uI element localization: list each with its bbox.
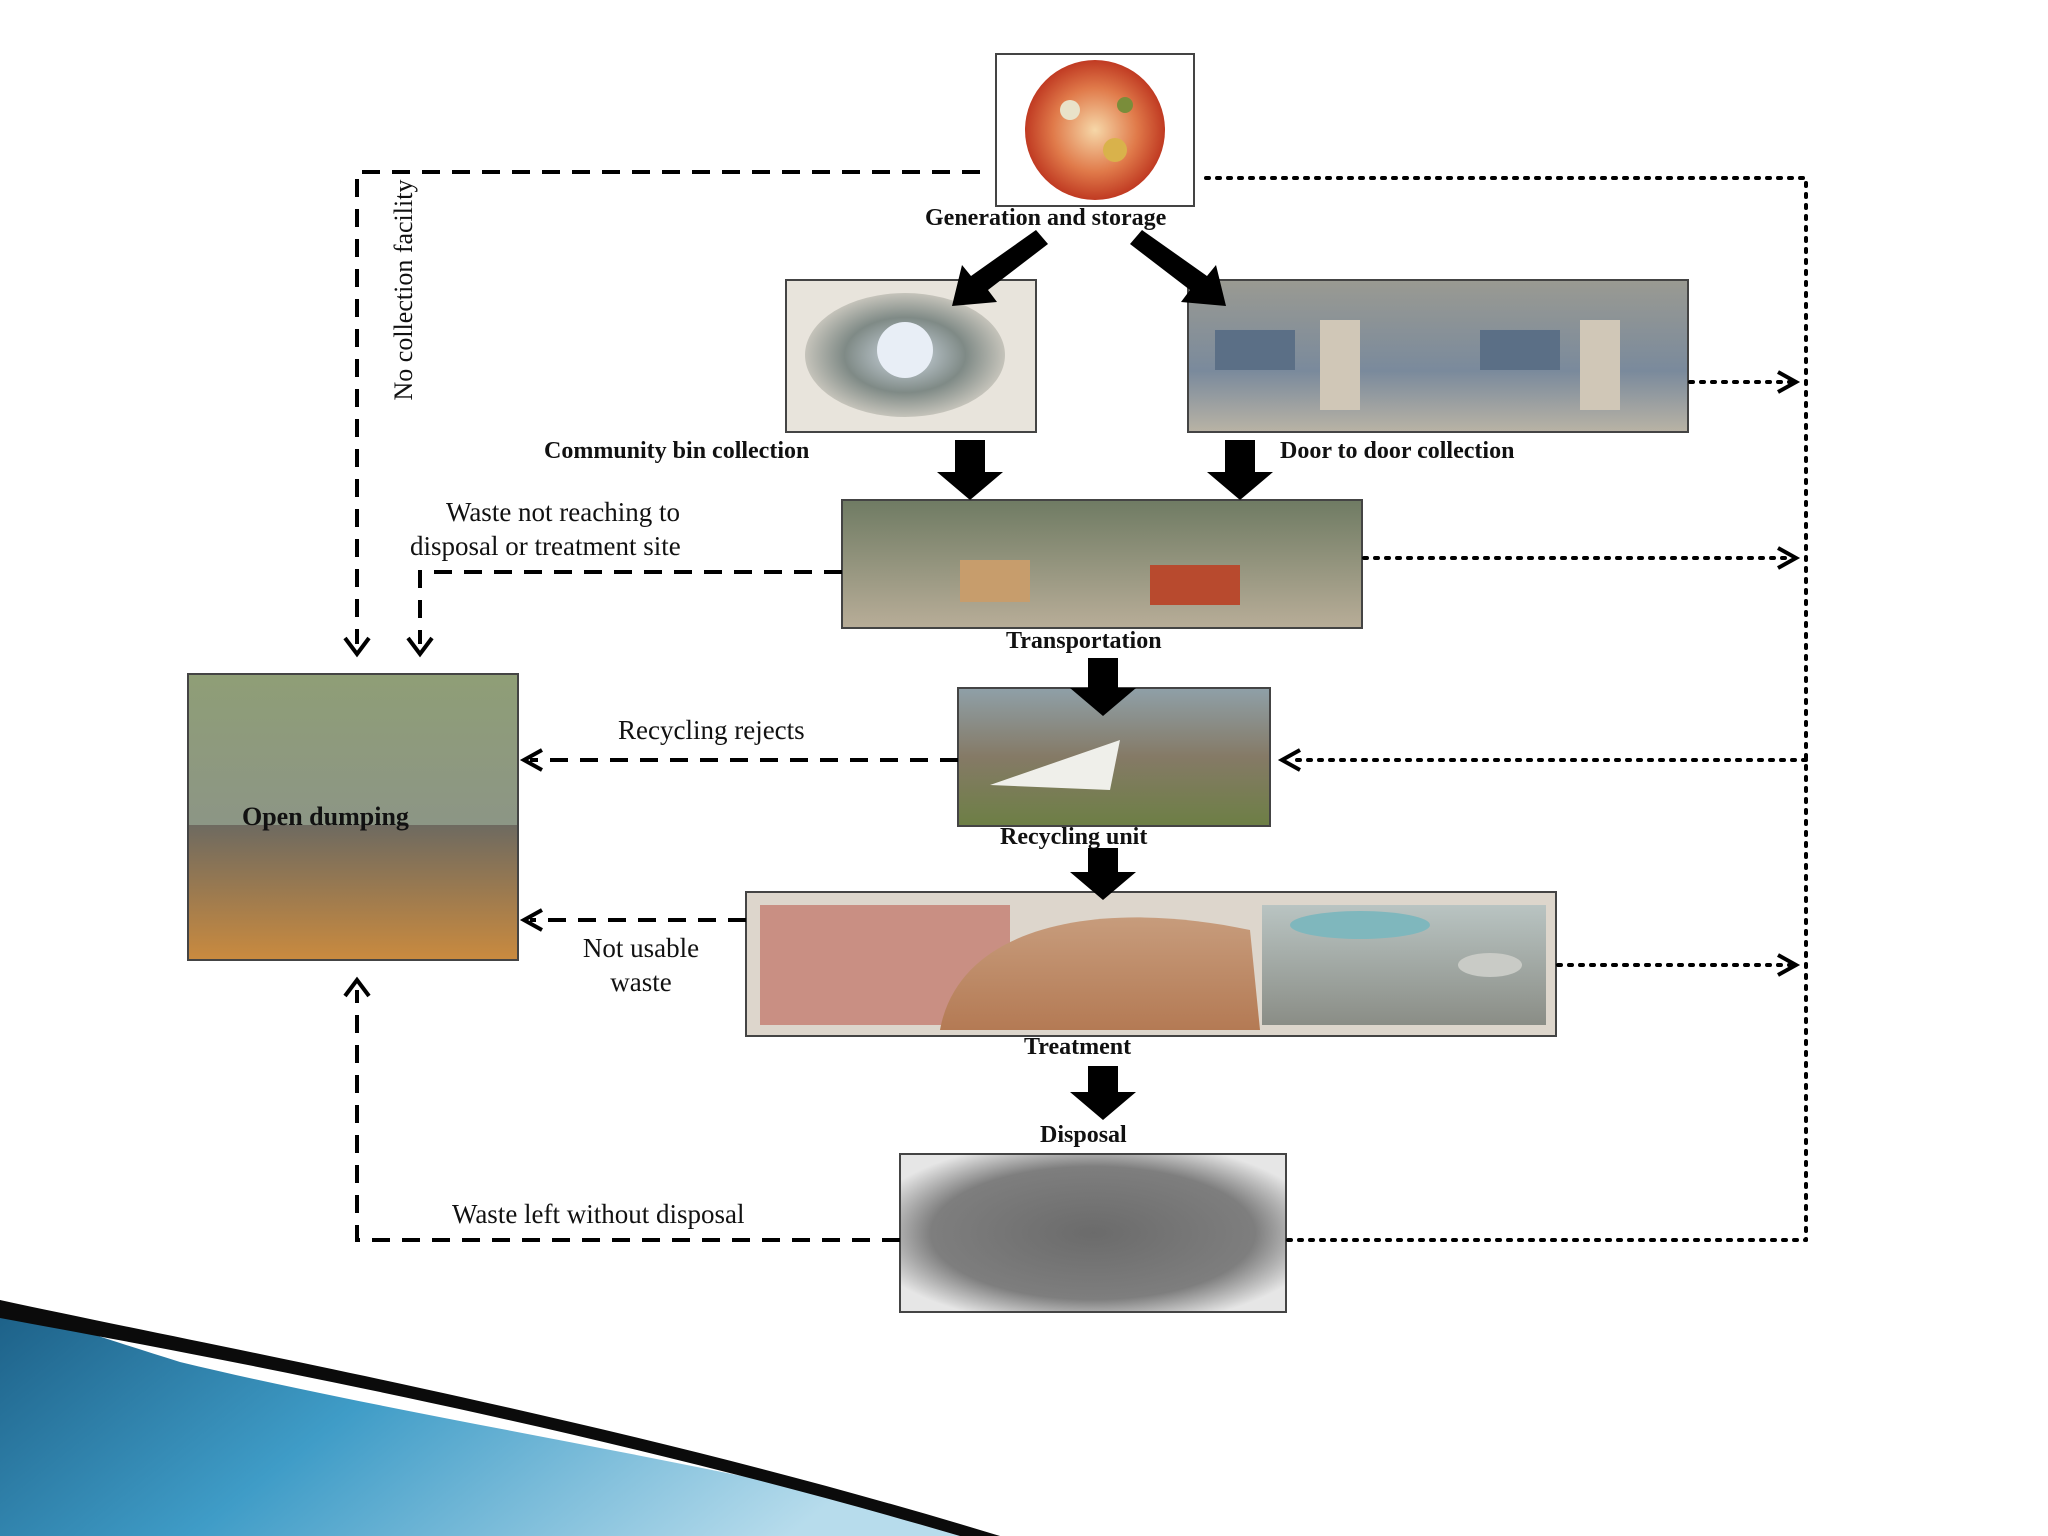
arrowhead-icon (1777, 953, 1801, 977)
open-dumping-image (187, 673, 519, 961)
arrowhead-icon (1277, 748, 1301, 772)
generation-storage-label: Generation and storage (925, 205, 1167, 231)
community-bin-label: Community bin collection (544, 438, 810, 464)
arrow-to-door-to-door (1130, 230, 1226, 306)
waste-not-reaching-label-line1: Waste not reaching to (446, 497, 680, 527)
recycling-unit-label: Recycling unit (1000, 824, 1148, 850)
treatment-label: Treatment (1024, 1034, 1132, 1060)
not-usable-label-line2: waste (610, 967, 672, 997)
not-usable-label-line1: Not usable (582, 933, 700, 963)
arrowhead-icon (343, 636, 371, 658)
recycling-rejects-label: Recycling rejects (618, 715, 805, 745)
disposal-image (899, 1153, 1287, 1313)
recycling-unit-image (957, 687, 1271, 827)
waste-not-reaching-route (418, 570, 842, 644)
waste-not-reaching-label-line2: disposal or treatment site (410, 531, 681, 561)
community-bin-image (785, 279, 1037, 433)
arrowhead-icon (519, 908, 543, 932)
door-to-door-image (1187, 279, 1689, 433)
arrowhead-icon (1777, 370, 1801, 394)
no-collection-route (355, 170, 980, 644)
arrowhead-icon (1777, 546, 1801, 570)
arrowhead-icon (406, 636, 434, 658)
transportation-image (841, 499, 1363, 629)
arrowhead-icon (343, 976, 371, 998)
no-collection-label: No collection facility (389, 179, 418, 401)
arrow-treatment-to-disposal (1070, 1066, 1136, 1120)
transportation-label: Transportation (1006, 628, 1162, 654)
arrow-transport-to-recycling (1070, 658, 1136, 716)
generation-storage-image (995, 53, 1195, 207)
right-dotted-spine (1204, 176, 1808, 1242)
door-to-door-label: Door to door collection (1280, 438, 1515, 464)
arrow-recycling-to-treatment (1070, 848, 1136, 900)
arrow-community-to-transport (937, 440, 1003, 500)
disposal-label: Disposal (1040, 1122, 1127, 1148)
arrowhead-icon (519, 748, 543, 772)
waste-left-label: Waste left without disposal (452, 1199, 745, 1229)
open-dumping-label: Open dumping (242, 802, 409, 831)
treatment-image (745, 891, 1557, 1037)
slide-corner-band (0, 1300, 1000, 1536)
arrow-to-community-bin (952, 230, 1048, 306)
arrow-door-to-transport (1207, 440, 1273, 500)
waste-left-route (355, 990, 900, 1242)
